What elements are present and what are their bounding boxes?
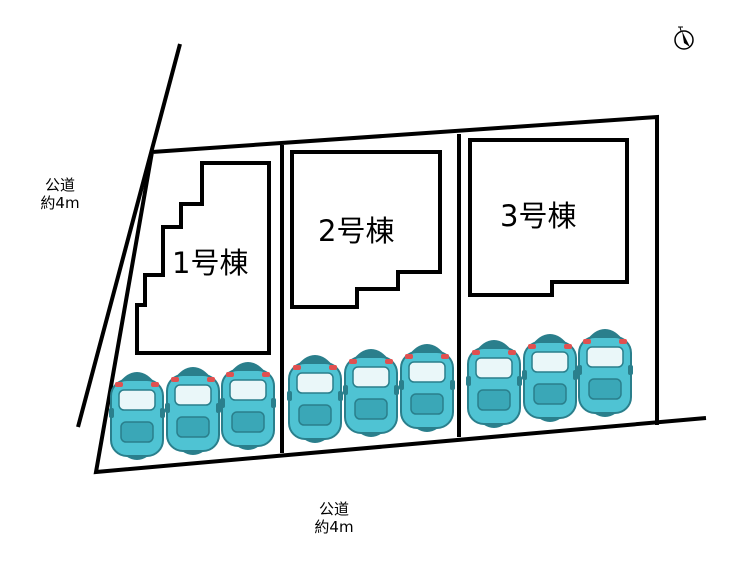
- car-icon: [342, 348, 400, 438]
- building-3-footprint: [468, 138, 629, 297]
- site-boundary: [93, 114, 707, 475]
- road-width: 約4m: [314, 518, 354, 536]
- road-name: 公道: [44, 176, 75, 194]
- lot-lines: [76, 43, 707, 475]
- left-road-edge: [76, 43, 182, 428]
- car-icon: [286, 354, 344, 444]
- car-icon: [164, 366, 222, 456]
- car-icon: [219, 361, 277, 451]
- car-icon: [521, 333, 579, 423]
- building-3-label: 3号棟: [500, 199, 576, 233]
- car-icon: [398, 343, 456, 433]
- car-icon: [576, 328, 634, 418]
- building-2-label: 2号棟: [318, 214, 394, 248]
- road-label-bottom: 公道 約4m: [302, 500, 366, 536]
- building-1-footprint: [135, 161, 271, 355]
- car-icon: [465, 339, 523, 429]
- road-label-left: 公道 約4m: [28, 176, 92, 212]
- road-width: 約4m: [40, 194, 80, 212]
- building-1-label: 1号棟: [172, 246, 248, 280]
- building-2-footprint: [290, 150, 442, 309]
- compass-north-icon: [674, 26, 694, 50]
- parking-area: [108, 328, 634, 461]
- car-icon: [108, 371, 166, 461]
- road-name: 公道: [318, 500, 349, 518]
